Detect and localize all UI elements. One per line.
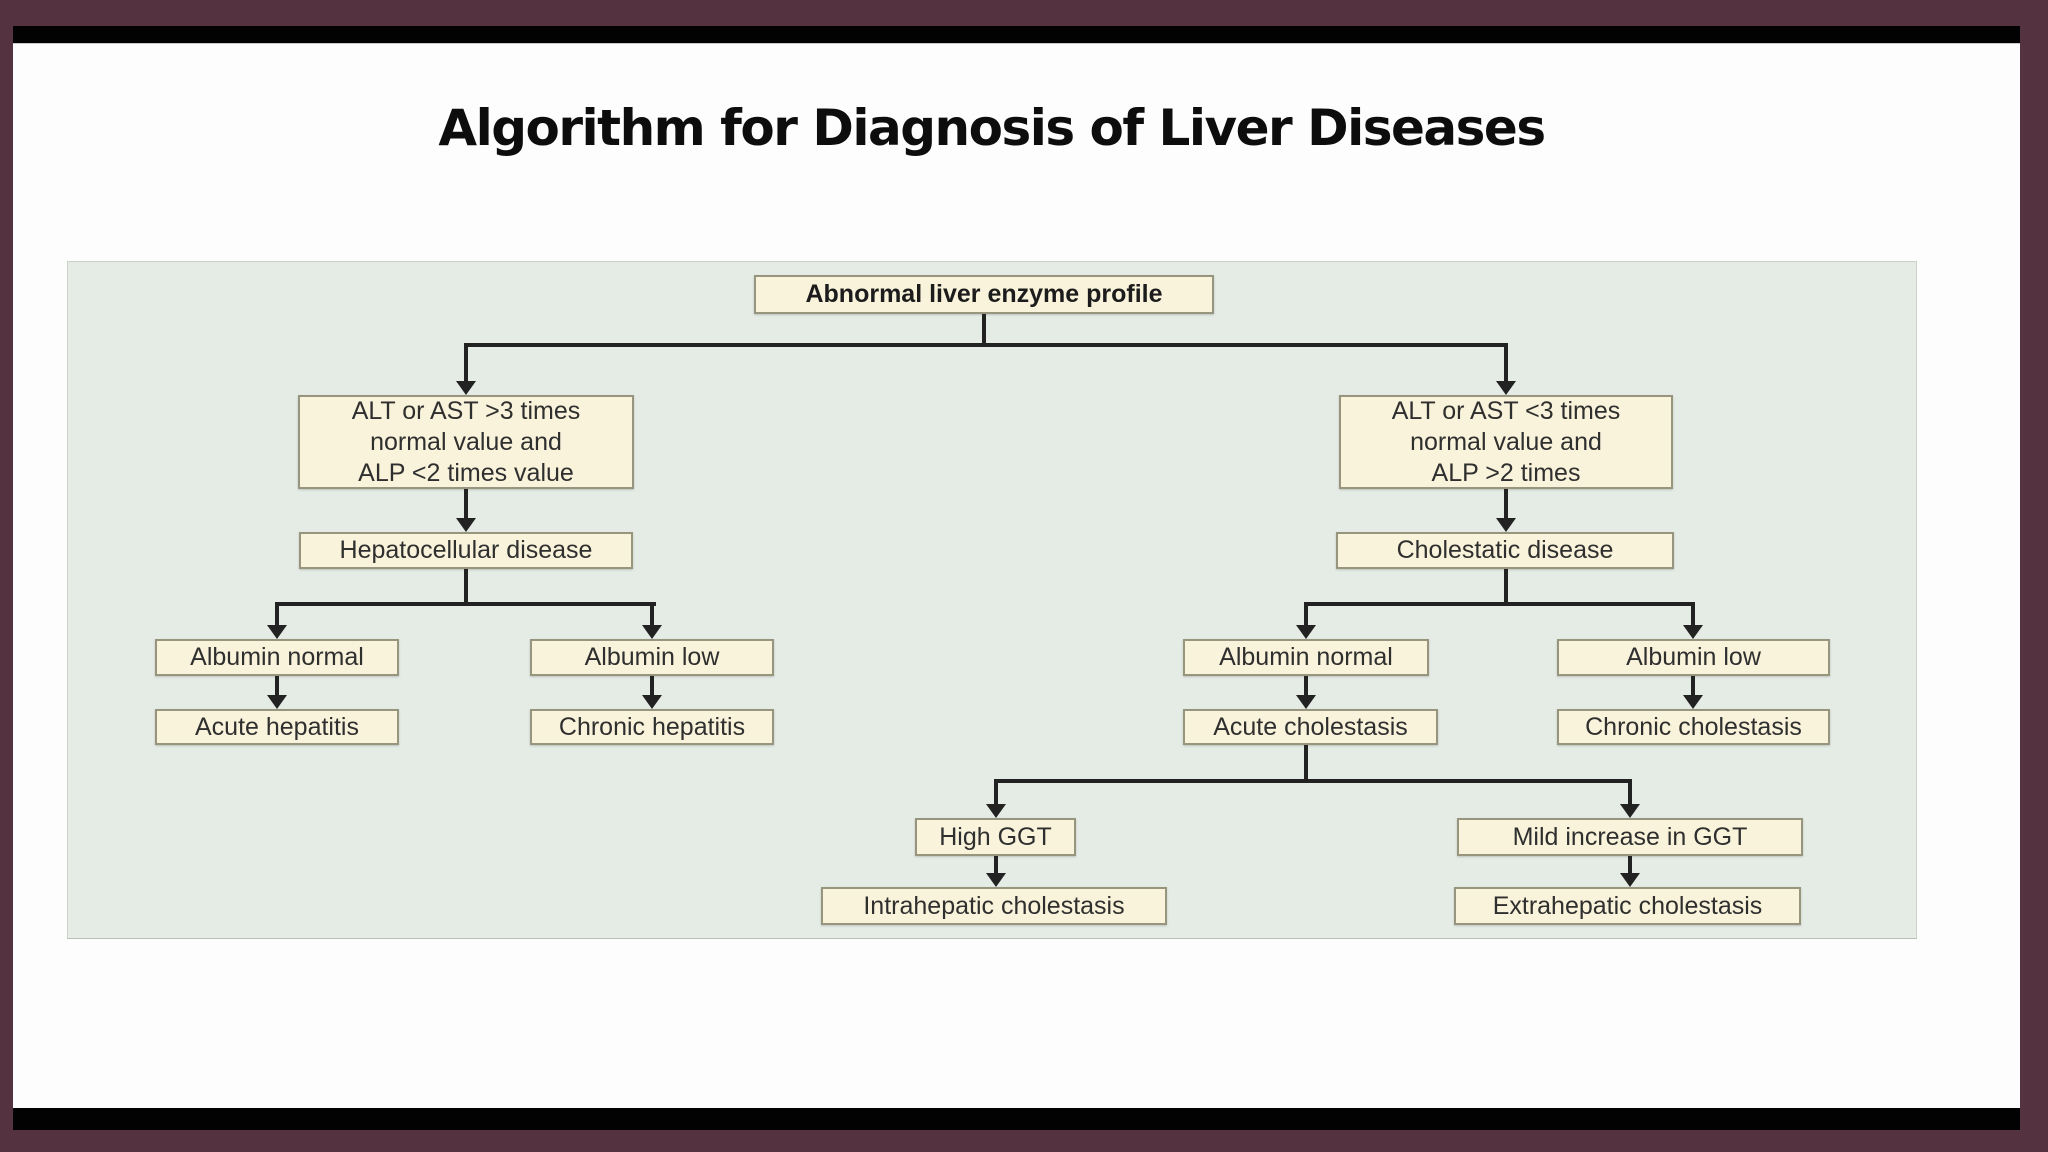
- arrow-down-icon: [1683, 625, 1703, 639]
- connector: [1504, 569, 1508, 602]
- flowchart-panel: Abnormal liver enzyme profile ALT or AST…: [67, 261, 1917, 939]
- connector: [464, 343, 1508, 347]
- connector: [1304, 676, 1308, 695]
- node-cholestatic-disease: Cholestatic disease: [1336, 532, 1674, 569]
- page-title: Algorithm for Diagnosis of Liver Disease…: [438, 99, 1546, 157]
- arrow-down-icon: [267, 625, 287, 639]
- arrow-down-icon: [1296, 625, 1316, 639]
- connector: [1628, 779, 1632, 804]
- node-extrahepatic-cholestasis: Extrahepatic cholestasis: [1454, 887, 1801, 925]
- connector: [1691, 602, 1695, 625]
- connector: [1504, 489, 1508, 518]
- node-chronic-cholestasis: Chronic cholestasis: [1557, 709, 1830, 745]
- node-acute-cholestasis: Acute cholestasis: [1183, 709, 1438, 745]
- connector: [1304, 602, 1695, 606]
- node-hep-albumin-low: Albumin low: [530, 639, 774, 676]
- connector: [994, 856, 998, 873]
- arrow-down-icon: [642, 695, 662, 709]
- arrow-down-icon: [1620, 804, 1640, 818]
- arrow-down-icon: [1683, 695, 1703, 709]
- slide: Algorithm for Diagnosis of Liver Disease…: [13, 43, 2020, 1109]
- node-chol-albumin-normal: Albumin normal: [1183, 639, 1429, 676]
- arrow-down-icon: [1496, 381, 1516, 395]
- node-hepatocellular-criteria: ALT or AST >3 times normal value and ALP…: [298, 395, 634, 489]
- connector: [1304, 602, 1308, 625]
- node-hepatocellular-disease: Hepatocellular disease: [299, 532, 633, 569]
- arrow-down-icon: [986, 804, 1006, 818]
- connector: [650, 676, 654, 695]
- node-hep-albumin-normal: Albumin normal: [155, 639, 399, 676]
- connector: [1628, 856, 1632, 873]
- top-black-bar: [13, 26, 2020, 43]
- connector: [994, 779, 1632, 783]
- arrow-down-icon: [267, 695, 287, 709]
- arrow-down-icon: [642, 625, 662, 639]
- arrow-down-icon: [1620, 873, 1640, 887]
- connector: [982, 314, 986, 343]
- connector: [1691, 676, 1695, 695]
- bottom-black-bar: [13, 1108, 2020, 1130]
- node-abnormal-liver-enzyme-profile: Abnormal liver enzyme profile: [754, 275, 1214, 314]
- connector: [650, 602, 654, 625]
- arrow-down-icon: [456, 518, 476, 532]
- connector: [464, 489, 468, 518]
- node-mild-increase-ggt: Mild increase in GGT: [1457, 818, 1803, 856]
- node-high-ggt: High GGT: [915, 818, 1076, 856]
- connector: [994, 779, 998, 804]
- connector: [1304, 745, 1308, 779]
- connector: [275, 676, 279, 695]
- connector: [275, 602, 279, 625]
- node-chronic-hepatitis: Chronic hepatitis: [530, 709, 774, 745]
- node-intrahepatic-cholestasis: Intrahepatic cholestasis: [821, 887, 1167, 925]
- arrow-down-icon: [1496, 518, 1516, 532]
- arrow-down-icon: [1296, 695, 1316, 709]
- connector: [1504, 343, 1508, 381]
- arrow-down-icon: [456, 381, 476, 395]
- connector: [464, 343, 468, 381]
- connector: [275, 602, 656, 606]
- connector: [464, 569, 468, 602]
- arrow-down-icon: [986, 873, 1006, 887]
- node-acute-hepatitis: Acute hepatitis: [155, 709, 399, 745]
- node-cholestatic-criteria: ALT or AST <3 times normal value and ALP…: [1339, 395, 1673, 489]
- node-chol-albumin-low: Albumin low: [1557, 639, 1830, 676]
